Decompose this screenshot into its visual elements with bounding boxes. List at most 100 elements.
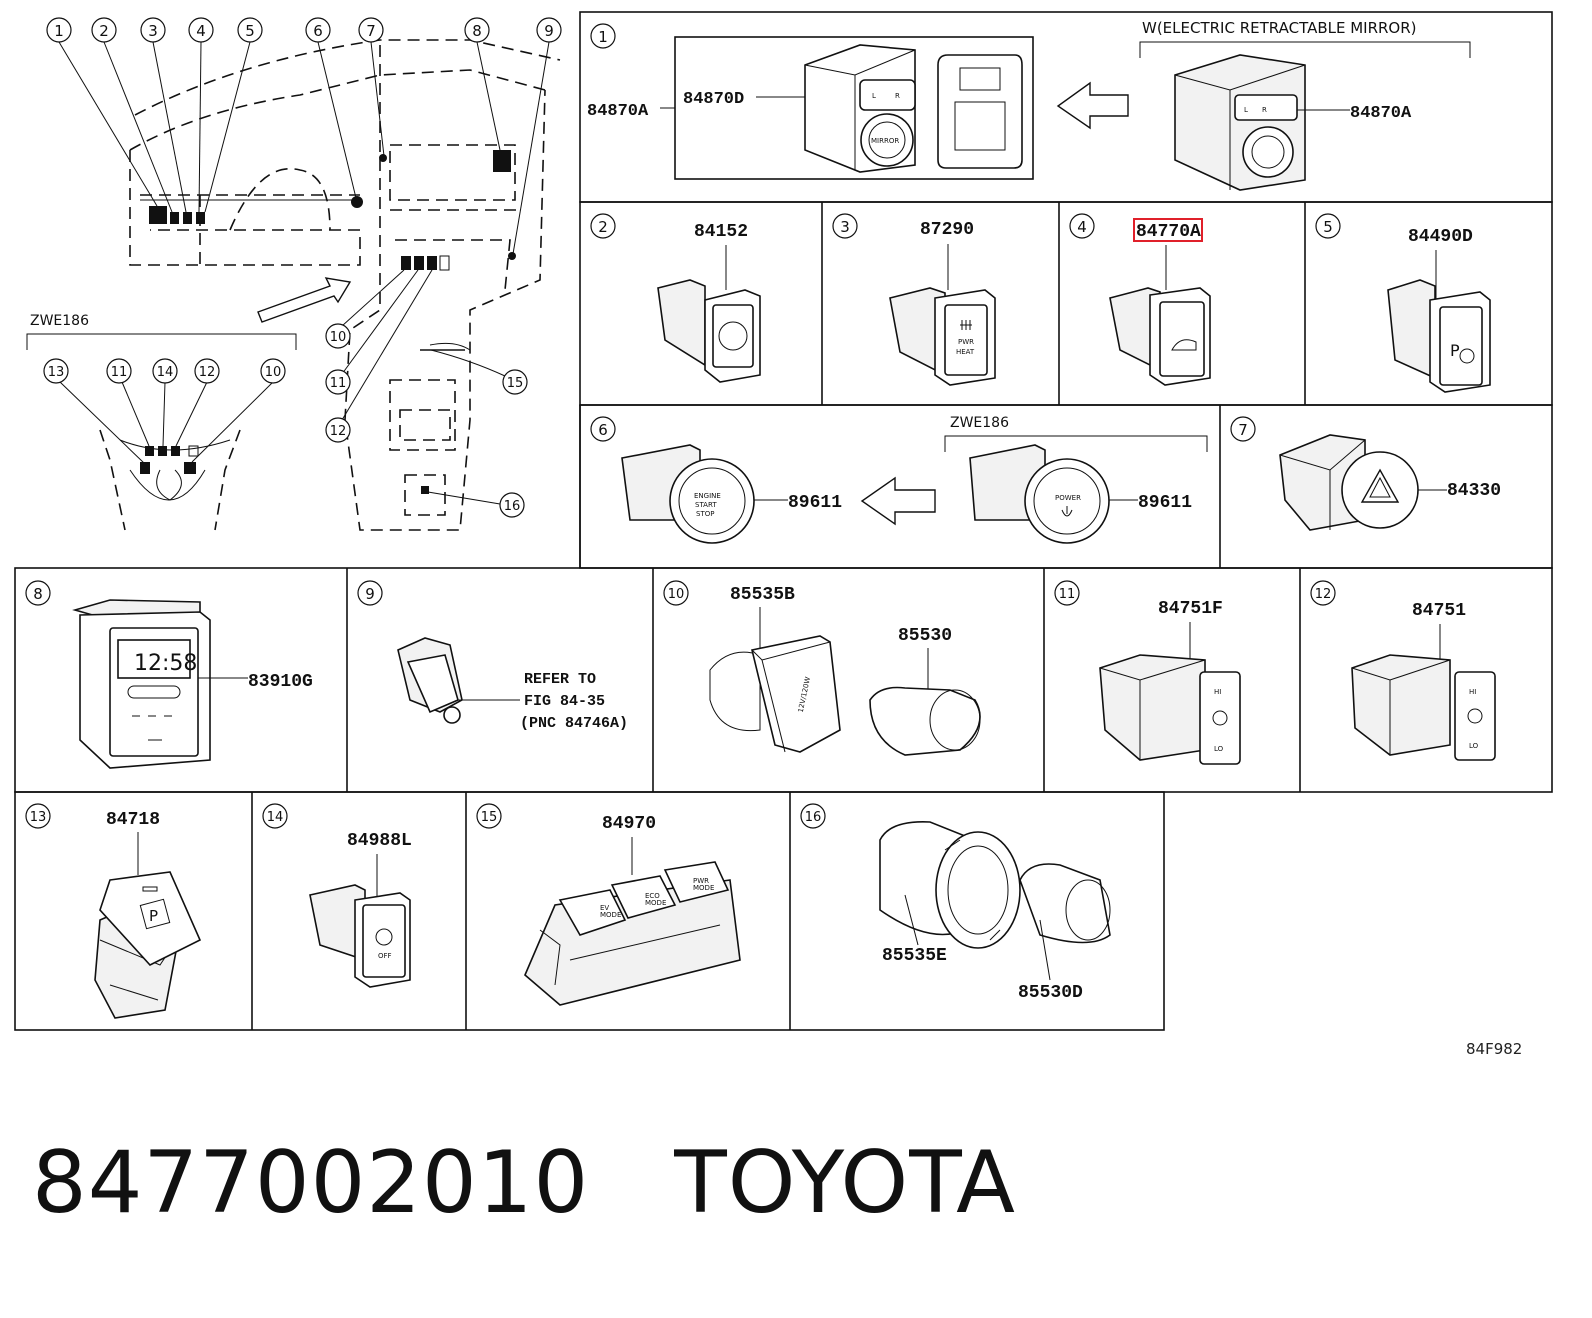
svg-text:OFF: OFF (378, 952, 392, 960)
part-number: 84152 (694, 222, 748, 242)
part-number: 85535B (730, 585, 795, 605)
part-number: 84751F (1158, 599, 1223, 619)
cell-number-13: 13 (25, 803, 51, 829)
part-number: 84870A (587, 102, 649, 121)
callout-13: 13 (43, 358, 69, 384)
svg-text:3: 3 (148, 22, 158, 40)
part-number: 84870D (683, 90, 744, 109)
callout-12b: 12 (194, 358, 220, 384)
part-number: 83910G (248, 672, 313, 692)
cell-16-socket: 16 85535E 85530D (800, 803, 1111, 1003)
cell-8-clock: 8 12:58 83910G (25, 580, 313, 769)
cell-15-mode-switch: 15 84970 EV MODE ECO MODE PWR MODE (476, 803, 741, 1006)
cell-number-15: 15 (476, 803, 502, 829)
variant-label: W(ELECTRIC RETRACTABLE MIRROR) (1142, 19, 1417, 37)
svg-text:STOP: STOP (696, 510, 714, 518)
callout-10: 10 (325, 323, 351, 349)
svg-text:14: 14 (267, 810, 284, 825)
callout-15: 15 (502, 369, 528, 395)
part-number: 84490D (1408, 227, 1473, 247)
part-number: 85535E (882, 946, 947, 966)
callout-11b: 11 (106, 358, 132, 384)
svg-text:11: 11 (1059, 587, 1076, 602)
svg-text:3: 3 (840, 218, 850, 236)
refer-text: (PNC 84746A) (520, 715, 628, 732)
callout-7: 7 (358, 17, 384, 43)
highlight-box (1133, 218, 1203, 242)
callout-4: 4 (188, 17, 214, 43)
cell-9-refer: 9 REFER TO FIG 84-35 (PNC 84746A) (357, 580, 628, 732)
callout-1: 1 (46, 17, 72, 43)
cell-11-seat-heater-switch: 11 84751F HI LO (1054, 580, 1241, 765)
svg-text:MIRROR: MIRROR (871, 137, 899, 145)
svg-text:ENGINE: ENGINE (694, 492, 721, 500)
svg-text:PWR: PWR (693, 877, 709, 885)
svg-text:13: 13 (30, 810, 47, 825)
callout-2: 2 (91, 17, 117, 43)
callout-8: 8 (464, 17, 490, 43)
cell-number-7: 7 (1230, 416, 1256, 442)
cell-13-parking-switch: 13 84718 P (25, 803, 202, 1019)
svg-text:L: L (872, 92, 876, 100)
svg-text:12: 12 (330, 424, 347, 439)
cell-number-6: 6 (590, 416, 616, 442)
svg-text:EV: EV (600, 904, 609, 912)
cell-7-hazard-switch: 7 84330 (1230, 416, 1501, 531)
svg-text:14: 14 (157, 365, 174, 380)
svg-text:9: 9 (365, 585, 375, 603)
diagram-code: 84F982 (1466, 1040, 1523, 1058)
cell-number-4: 4 (1069, 213, 1095, 239)
cell-3-switch-87290: 3 87290 PWR HEAT (832, 213, 996, 386)
svg-text:2: 2 (99, 22, 109, 40)
part-number: 84718 (106, 810, 160, 830)
part-number: 89611 (788, 493, 842, 513)
svg-text:16: 16 (805, 810, 822, 825)
svg-text:6: 6 (313, 22, 323, 40)
svg-text:6: 6 (598, 421, 608, 439)
callout-16: 16 (499, 492, 525, 518)
svg-text:1: 1 (54, 22, 64, 40)
svg-text:POWER: POWER (1055, 494, 1081, 502)
part-number: 89611 (1138, 493, 1192, 513)
cell-5-switch-84490d: 5 84490D P (1315, 213, 1491, 393)
variant-label: ZWE186 (950, 415, 1009, 431)
callout-12: 12 (325, 417, 351, 443)
svg-text:7: 7 (366, 22, 376, 40)
svg-text:4: 4 (1077, 218, 1087, 236)
cell-10-power-outlet: 10 85535B 12V/120W 85530 (663, 580, 981, 756)
cell-2-switch-84152: 2 84152 (590, 213, 761, 383)
footer: 8477002010 TOYOTA (32, 1140, 1016, 1226)
cell-4-switch-84770a: 4 84770A (1069, 213, 1211, 386)
svg-text:12: 12 (199, 365, 216, 380)
svg-text:P: P (1450, 341, 1460, 360)
cell-number-1: 1 (590, 23, 616, 49)
part-number: 84751 (1412, 601, 1466, 621)
svg-text:MODE: MODE (693, 884, 714, 892)
part-number: 85530 (898, 626, 952, 646)
overview-callouts: 1 2 3 4 5 6 7 8 9 10 11 12 15 16 (46, 17, 562, 518)
svg-text:R: R (895, 92, 900, 100)
svg-text:11: 11 (111, 365, 128, 380)
callout-6: 6 (305, 17, 331, 43)
cell-number-2: 2 (590, 213, 616, 239)
cell-12-seat-heater-switch: 12 84751 HI LO (1310, 580, 1496, 761)
part-number: 84330 (1447, 481, 1501, 501)
cell-1-mirror-switch: 1 W(ELECTRIC RETRACTABLE MIRROR) 84870A … (587, 19, 1471, 191)
callout-10b: 10 (260, 358, 286, 384)
callout-11: 11 (325, 369, 351, 395)
svg-text:PWR: PWR (958, 338, 974, 346)
svg-text:2: 2 (598, 218, 608, 236)
part-number-highlighted: 84770A (1136, 222, 1201, 242)
svg-text:13: 13 (48, 365, 65, 380)
svg-text:P: P (149, 907, 158, 925)
svg-text:MODE: MODE (645, 899, 666, 907)
part-number: 84870A (1350, 104, 1412, 123)
svg-text:9: 9 (544, 22, 554, 40)
cell-6-engine-switch: 6 ZWE186 ENGINE START STOP 89611 POWER 8… (590, 415, 1208, 544)
svg-text:16: 16 (504, 499, 521, 514)
svg-text:10: 10 (330, 330, 347, 345)
svg-text:R: R (1262, 106, 1267, 114)
cell-number-3: 3 (832, 213, 858, 239)
cell-number-12: 12 (1310, 580, 1336, 606)
overview-inset-zwe186: ZWE186 13 11 14 12 10 (26, 313, 297, 531)
